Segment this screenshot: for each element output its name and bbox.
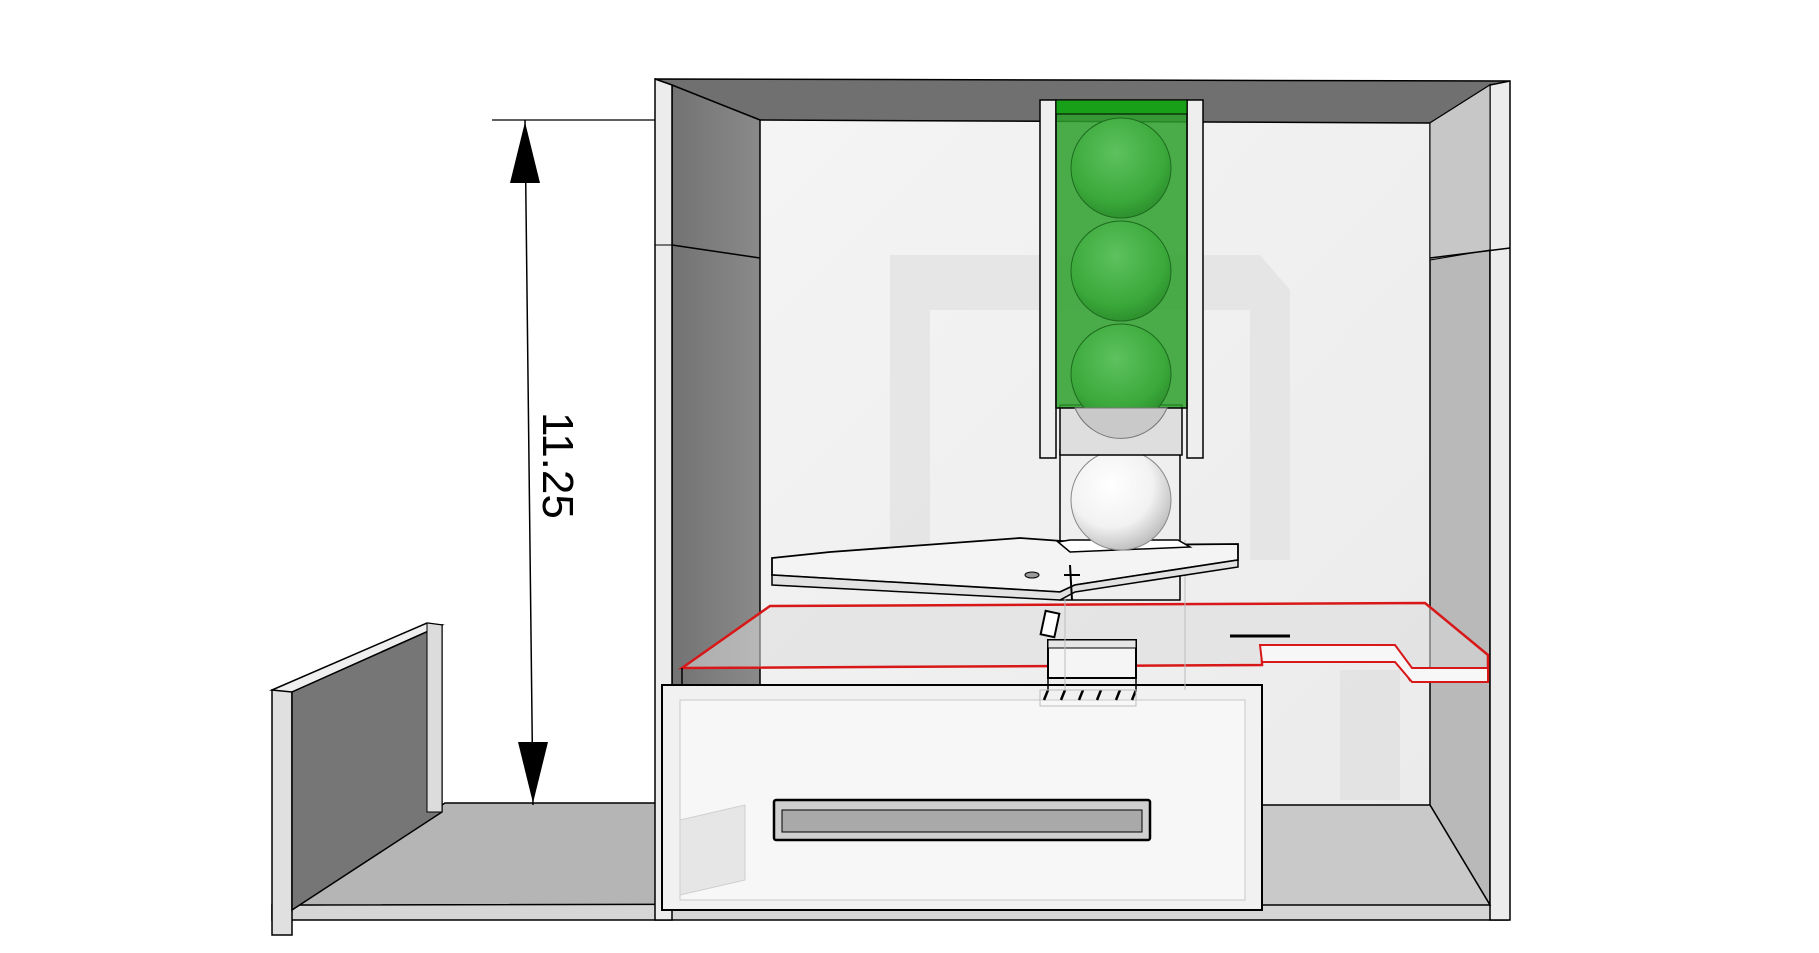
ball-tube xyxy=(1039,99,1204,459)
dispensed-ball xyxy=(1070,449,1172,551)
back-wall-shadow xyxy=(890,255,1290,560)
dimension-annotation: 11.25 xyxy=(492,119,655,806)
servo-connector xyxy=(1039,609,1138,707)
dimension-line xyxy=(524,119,534,806)
rotating-plate xyxy=(771,537,1239,601)
arrow-icon-top xyxy=(510,122,540,183)
left-small-wall xyxy=(269,622,445,936)
dimension-label: 11.25 xyxy=(533,412,582,519)
tube-ball-1 xyxy=(1070,117,1172,219)
arrow-icon-bottom xyxy=(518,742,548,803)
lower-housing xyxy=(661,684,1263,911)
tube-ball-2 xyxy=(1070,220,1172,322)
